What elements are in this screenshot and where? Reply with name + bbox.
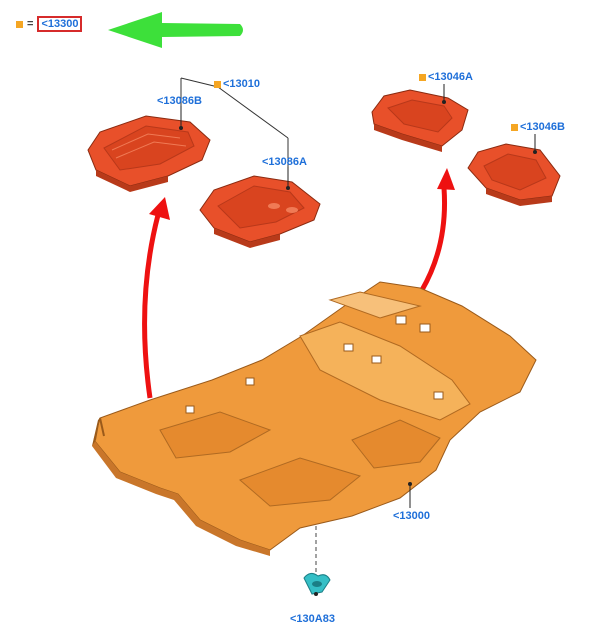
pointer-arrow-icon bbox=[108, 12, 243, 48]
marker-square-icon bbox=[511, 124, 518, 131]
callout-rear-mat-right[interactable]: <13046B bbox=[520, 121, 565, 133]
leader-lines bbox=[180, 84, 536, 508]
retainer-clip[interactable] bbox=[303, 572, 331, 595]
front-mat-left[interactable] bbox=[87, 115, 211, 192]
flow-arrow-left bbox=[142, 197, 170, 399]
marker-square-icon bbox=[16, 20, 23, 28]
legend-equals: = bbox=[27, 18, 34, 30]
floor-carpet[interactable] bbox=[92, 281, 537, 556]
rear-mat-left[interactable] bbox=[371, 89, 469, 152]
callout-floor-carpet[interactable]: <13000 bbox=[393, 510, 431, 522]
legend-ref-link[interactable]: <13300 bbox=[37, 16, 83, 32]
flow-arrow-right bbox=[419, 168, 455, 292]
callout-front-mat-left[interactable]: <13086B bbox=[157, 95, 202, 107]
legend: = <13300 bbox=[16, 16, 83, 32]
rear-mat-right[interactable] bbox=[467, 143, 561, 206]
front-mat-right[interactable] bbox=[199, 175, 321, 248]
marker-square-icon bbox=[419, 74, 426, 81]
callout-front-mats-group[interactable]: <13010 bbox=[223, 78, 261, 90]
callout-front-mat-right[interactable]: <13086A bbox=[262, 156, 307, 168]
marker-square-icon bbox=[214, 81, 221, 88]
callout-rear-mat-left[interactable]: <13046A bbox=[428, 71, 473, 83]
callout-retainer-clip[interactable]: <130A83 bbox=[290, 613, 335, 625]
leader-dots bbox=[179, 100, 537, 596]
